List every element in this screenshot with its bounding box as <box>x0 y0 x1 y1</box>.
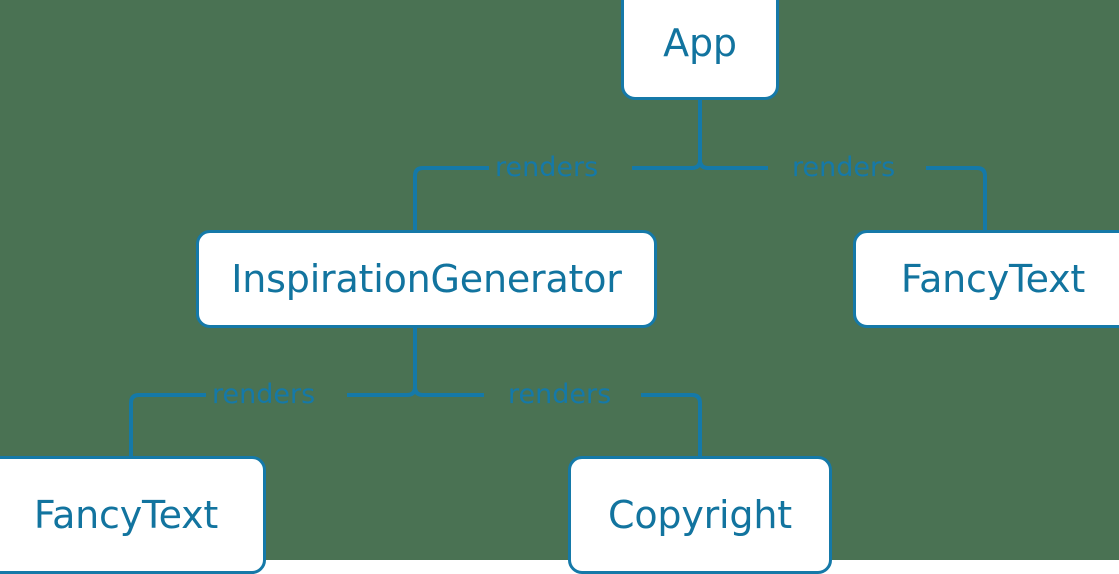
node-fancytext-right[interactable]: FancyText <box>853 230 1119 328</box>
node-fancytext-right-label: FancyText <box>900 257 1086 301</box>
node-inspiration-generator[interactable]: InspirationGenerator <box>196 230 657 328</box>
node-app[interactable]: App <box>621 0 779 100</box>
edge-app-to-inspirationgenerator-right-seg <box>632 159 702 170</box>
node-copyright[interactable]: Copyright <box>568 456 832 574</box>
edge-label-app-to-inspiration-generator: renders <box>495 152 599 183</box>
node-fancytext-bottom-left-label: FancyText <box>33 493 219 537</box>
edge-ig-to-fancytext-left-seg <box>129 393 206 456</box>
edge-ig-to-copyright-left-seg <box>413 386 484 397</box>
node-fancytext-bottom-left[interactable]: FancyText <box>0 456 266 574</box>
edge-label-app-to-fancytext: renders <box>792 152 896 183</box>
edge-layer <box>129 100 987 456</box>
edge-app-to-inspirationgenerator-left-seg <box>413 166 489 230</box>
edge-ig-to-copyright-right-seg <box>641 393 702 456</box>
edge-ig-to-fancytext-right-seg <box>347 386 417 397</box>
edge-app-to-fancytext-right-seg <box>926 166 987 230</box>
node-copyright-label: Copyright <box>608 493 792 537</box>
edge-app-to-fancytext-left-seg <box>698 159 768 170</box>
node-app-label: App <box>663 21 737 65</box>
edge-label-inspiration-generator-to-copyright: renders <box>508 379 612 410</box>
node-inspiration-generator-label: InspirationGenerator <box>231 257 622 301</box>
edge-label-inspiration-generator-to-fancytext: renders <box>212 379 316 410</box>
